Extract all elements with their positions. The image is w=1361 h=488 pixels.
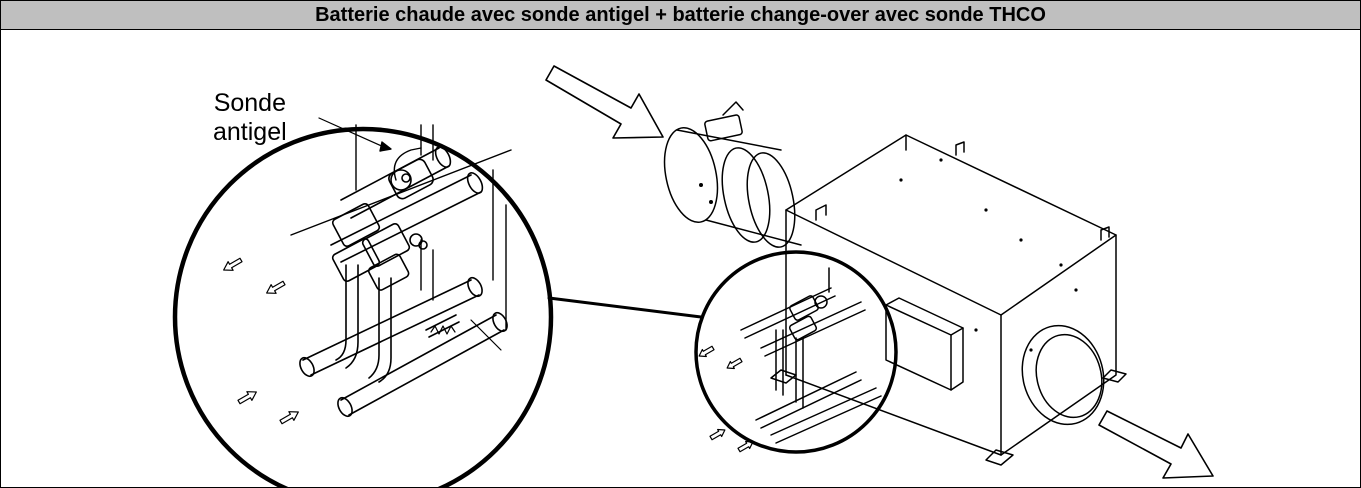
antifreeze-probe-label: Sonde antigel [213,89,287,147]
callout-line-1: Sonde [213,89,286,117]
small-arrow-icon [266,280,286,294]
figure-title-bar: Batterie chaude avec sonde antigel + bat… [1,1,1360,30]
small-arrow-icon [279,411,299,425]
detail-upper-pipes [330,146,484,291]
small-arrow-icon [737,440,754,453]
airflow-arrow-icon [545,65,664,139]
detail-lower-pipes [299,276,508,418]
unit-water-arrows [698,345,754,453]
small-arrow-icon [698,345,715,358]
small-arrow-icon [726,357,743,370]
figure-title: Batterie chaude avec sonde antigel + bat… [315,3,1046,26]
ventilation-unit [663,101,1127,466]
unit-housing [699,134,1127,466]
detail-vertical-pipes [335,264,392,383]
small-arrow-icon [709,428,726,441]
antifreeze-probe [318,117,422,181]
unit-detail-circle [694,250,898,454]
intake-duct [663,101,802,248]
callout-line-2: antigel [213,118,287,146]
small-arrow-icon [237,391,257,405]
detail-water-arrows [223,257,299,425]
detail-magnifier [172,117,703,487]
small-arrow-icon [223,257,243,271]
magnifier-circle [172,126,554,487]
magnifier-leader-line [547,296,703,319]
technical-drawing [172,65,1214,487]
airflow-arrow-icon [1098,410,1214,479]
